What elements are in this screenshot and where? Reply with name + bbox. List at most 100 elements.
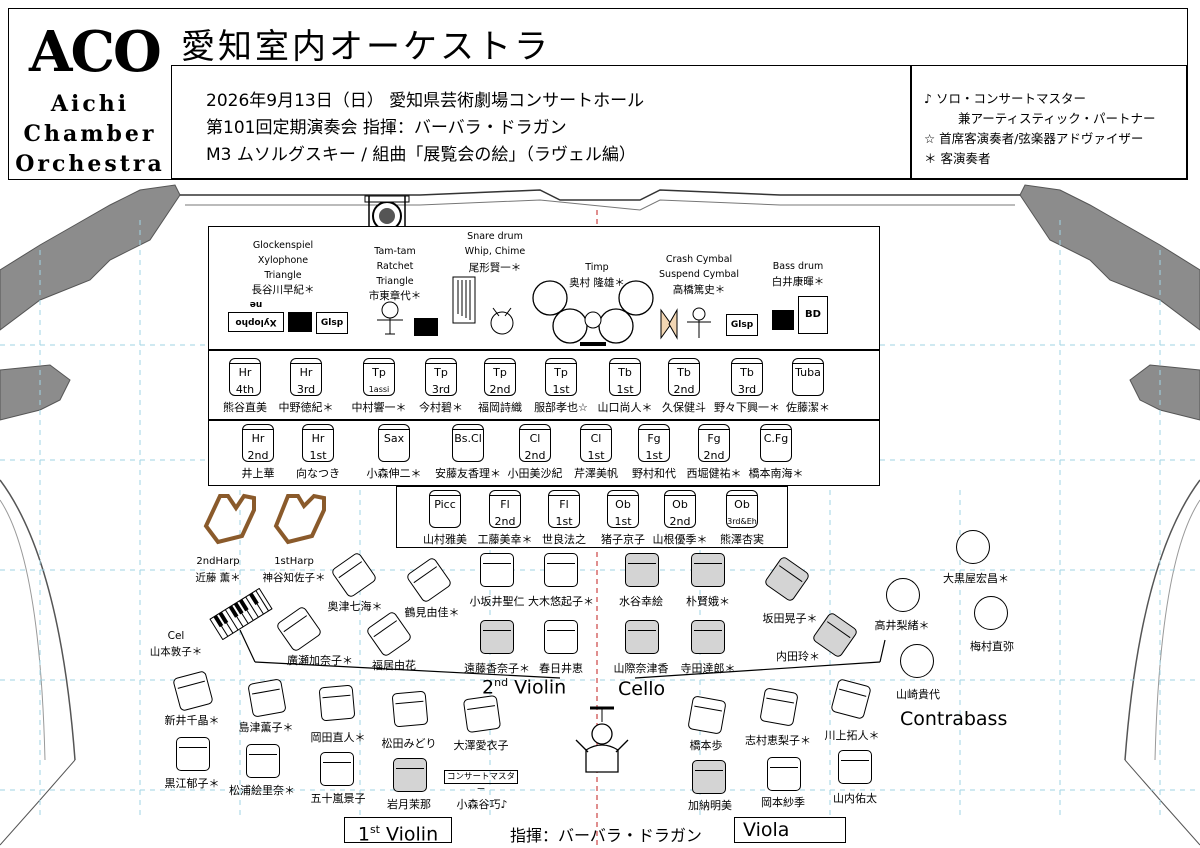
brass-part: Hr (238, 366, 252, 379)
brass-part: Tp (493, 366, 507, 379)
winds2-part-number: 2nd (703, 449, 725, 462)
string-player-name: 橋本歩 (689, 739, 723, 752)
perc-name-1: 長谷川早紀＊ (251, 284, 315, 296)
winds-row-1 (396, 486, 788, 548)
contrabass-seat-3 (974, 596, 1008, 630)
brass-part: Tuba (795, 366, 821, 379)
brass-part-number: 2nd (673, 383, 695, 396)
string-seat (544, 553, 578, 587)
legend-guest: ＊ 客演奏者 (924, 151, 991, 166)
legend-solo: ♪ ソロ・コンサートマスター (924, 91, 1086, 106)
perc-black-box-1 (288, 312, 312, 332)
winds2-player-name: 向なつき (296, 467, 340, 480)
brass-part-number: 1st (616, 383, 634, 396)
string-player-name: 岡本紗季 (761, 796, 805, 809)
winds2-part: Fg (707, 432, 721, 445)
winds2-part-number: 2nd (247, 449, 269, 462)
tam-tam-player-icon (377, 301, 403, 335)
winds1-seat: Ob 3rd&Eh (726, 490, 758, 528)
winds2-part: Fg (647, 432, 661, 445)
string-seat (838, 750, 872, 784)
celesta-name: 山本敦子＊ (149, 646, 203, 658)
chime-icon (452, 276, 476, 324)
string-player-name: 遠藤香奈子＊ (464, 662, 530, 675)
string-player-name: 加納明美 (688, 799, 732, 812)
brass-part-number: 2nd (489, 383, 511, 396)
brass-player-name: 熊谷直美 (223, 401, 267, 414)
winds2-part-number: 1st (645, 449, 663, 462)
winds1-part: Ob (672, 498, 688, 511)
logo-line-2: Chamber (23, 121, 157, 147)
string-seat (767, 757, 801, 791)
info-date-venue: 2026年9月13日（日） 愛知県芸術劇場コンサートホール (206, 91, 645, 111)
cello-label: Cello (618, 678, 666, 700)
winds2-part: Hr (251, 432, 265, 445)
brass-seat: Tp 2nd (484, 358, 516, 396)
string-seat (480, 620, 514, 654)
logo-line-3: Orchestra (15, 151, 165, 177)
brass-player-name: 中野徳紀＊ (278, 401, 334, 414)
brass-player-name: 服部孝也☆ (534, 401, 588, 414)
concert-info: 2026年9月13日（日） 愛知県芸術劇場コンサートホール 第101回定期演奏会… (171, 65, 911, 179)
winds2-part-number: 2nd (524, 449, 546, 462)
viola-label: Viola (734, 817, 846, 843)
winds2-part-number: 1st (309, 449, 327, 462)
string-player-name: 水谷幸絵 (619, 595, 663, 608)
string-player-name: 寺田達郎＊ (680, 662, 736, 675)
logo: ACO Aichi Chamber Orchestra (9, 9, 171, 181)
brass-part-number: 1assi (368, 385, 390, 394)
brass-part-number: 1st (552, 383, 570, 396)
winds2-part: C.Fg (763, 432, 789, 445)
xylophone-icon: Xylopho ne (228, 299, 284, 332)
winds2-player-name: 井上華 (241, 467, 275, 480)
string-seat (393, 758, 427, 792)
string-seat (176, 737, 210, 771)
winds1-player-name: 猪子京子 (601, 533, 645, 546)
winds2-part: Bs.Cl (454, 432, 482, 445)
winds2-seat: Cl 2nd (519, 424, 551, 462)
winds1-player-name: 熊澤杏実 (720, 533, 764, 546)
logo-mark: ACO (29, 19, 162, 85)
winds2-part: Cl (590, 432, 602, 445)
string-seat (391, 690, 429, 728)
string-player-name: 廣瀬加奈子＊ (287, 654, 353, 667)
string-player-name: 山際奈津香 (613, 662, 669, 675)
string-player-name: 内田玲＊ (776, 650, 820, 663)
contrabass-label: Contrabass (900, 708, 1008, 730)
perc-black-box-2 (414, 318, 438, 336)
string-player-name: 新井千晶＊ (164, 714, 220, 727)
contrabass-seat-4 (900, 644, 934, 678)
info-concert: 第101回定期演奏会 指揮：バーバラ・ドラガン (206, 118, 567, 138)
conductor-icon (575, 706, 629, 773)
winds2-part: Cl (529, 432, 541, 445)
contrabass-seat-2 (886, 578, 920, 612)
cymbal-player-icon (660, 307, 711, 340)
legend-partner: 兼アーティスティック・パートナー (958, 111, 1156, 126)
string-seat (692, 760, 726, 794)
string-player-name: 小坂井聖仁 (469, 595, 525, 608)
winds2-part-number: 1st (587, 449, 605, 462)
legend: ♪ ソロ・コンサートマスター 兼アーティスティック・パートナー ☆ 首席客演奏者… (911, 65, 1187, 179)
string-seat (625, 553, 659, 587)
harp2-part: 2ndHarp (196, 556, 240, 567)
contrabass-seat-1 (956, 530, 990, 564)
winds2-player-name: 野村和代 (632, 467, 676, 480)
winds1-part-number: 3rd&Eh (727, 517, 757, 526)
string-player-name: 黒江郁子＊ (164, 777, 220, 790)
orchestra-title: 愛知室内オーケストラ (181, 27, 551, 67)
string-player-name: 島津薫子＊ (238, 721, 294, 734)
string-player-name: 松田みどり (381, 737, 437, 750)
second-violin-label: 2nd Violin (482, 676, 567, 699)
winds1-part-number: 1st (614, 515, 632, 528)
string-player-name: 鶴見由佳＊ (404, 606, 460, 619)
string-player-name: 福居由花 (372, 659, 416, 672)
string-seat (320, 752, 354, 786)
harp1-name: 神谷知佐子＊ (262, 572, 326, 584)
winds1-part: Ob (734, 498, 750, 511)
